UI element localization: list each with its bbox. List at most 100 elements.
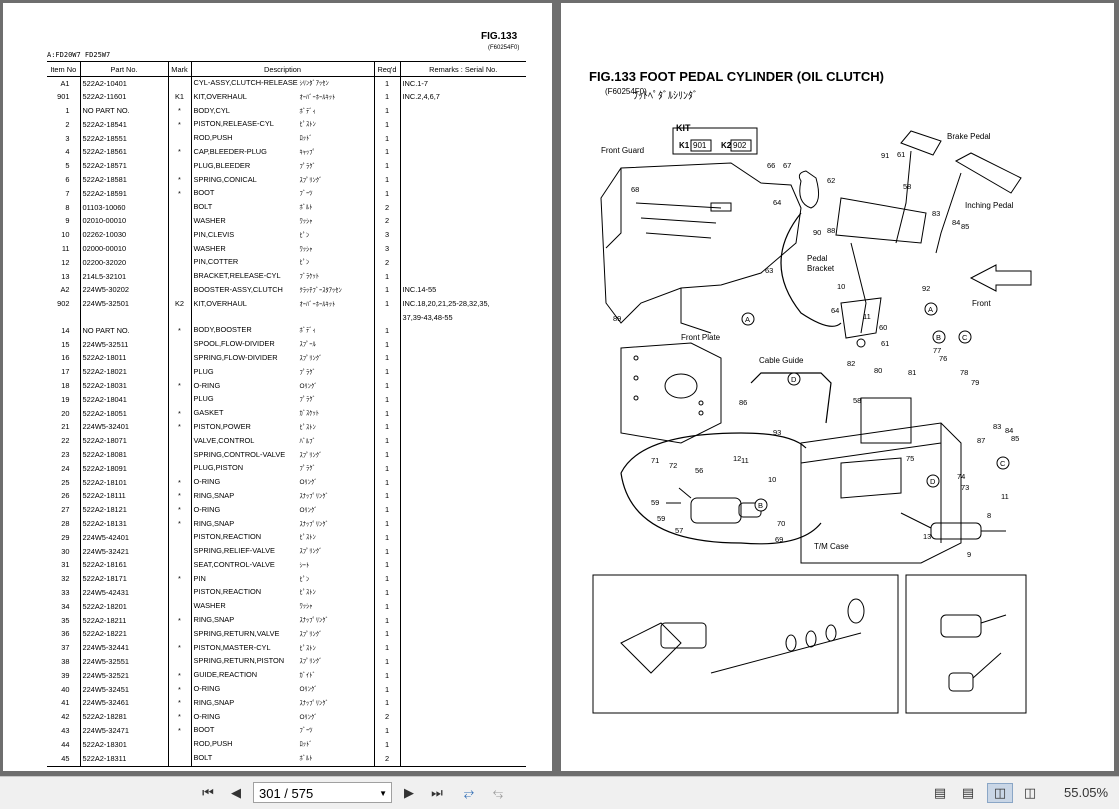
cell-mark: * [167, 104, 191, 119]
cell-item: 14 [61, 325, 70, 335]
diagram-title: FIG.133 FOOT PEDAL CYLINDER (OIL CLUTCH) [589, 69, 884, 84]
desc-jp: ﾌﾞｰﾂ [299, 190, 313, 198]
callout-number: 85 [1011, 434, 1019, 443]
cell-item: 29 [61, 532, 70, 542]
reference-letter-text: C [1000, 459, 1006, 468]
cell-remarks [399, 159, 526, 174]
cell-mark: * [167, 641, 191, 656]
first-page-icon[interactable]: ⏮ [202, 785, 214, 801]
cell-req: 1 [373, 489, 400, 504]
cell-remarks [399, 572, 526, 587]
desc-jp: ｼｰﾄ [299, 561, 310, 569]
cell-part: 522A2-18031 [79, 379, 168, 394]
callout-number: 61 [881, 339, 889, 348]
cell-req: 1 [373, 145, 400, 160]
cell-item: 37 [61, 643, 70, 653]
callout-number: 92 [922, 284, 930, 293]
desc-en: KIT,OVERHAUL [193, 298, 247, 308]
two-page-icon[interactable]: ◫ [987, 783, 1013, 803]
desc-en: GASKET [193, 408, 224, 418]
cell-req: 1 [373, 270, 400, 284]
cell-mark: * [167, 379, 191, 394]
cell-item: 36 [61, 629, 70, 639]
cell-remarks [399, 187, 526, 202]
desc-en: BRACKET,RELEASE-CYL [193, 271, 281, 281]
prev-page-icon[interactable]: ◀ [231, 785, 241, 801]
callout-number: 60 [879, 323, 887, 332]
cell-remarks [399, 752, 526, 767]
last-page-icon[interactable]: ⏭ [431, 785, 443, 801]
two-page-continuous-icon[interactable]: ◫ [1023, 785, 1037, 801]
cell-remarks [399, 641, 526, 656]
callout-number: 59 [657, 514, 665, 523]
cell-remarks [399, 118, 526, 133]
chevron-down-icon[interactable]: ▼ [379, 789, 387, 798]
desc-en: O-RING [193, 380, 221, 390]
go-forward-icon[interactable]: ⥃ [492, 785, 504, 801]
callout-number: 11 [741, 456, 749, 465]
cell-mark: * [167, 118, 191, 133]
callout-number: 72 [669, 461, 677, 470]
desc-jp: ﾜｯｼｬ [299, 217, 313, 225]
pedal-drawing [798, 130, 1022, 348]
desc-en: PISTON,POWER [193, 421, 251, 431]
page-number-input[interactable]: 301 / 575 ▼ [253, 782, 392, 803]
desc-en: SPRING,CONICAL [193, 174, 257, 184]
cell-mark [167, 586, 191, 601]
callout-number: 13 [923, 532, 931, 541]
cell-remarks [399, 476, 526, 490]
cell-req: 1 [373, 283, 400, 298]
header-req: Req'd [373, 61, 400, 77]
desc-jp: ﾛｯﾄﾞ [299, 741, 313, 749]
cell-item: 4 [65, 147, 70, 157]
desc-en: SPRING,FLOW-DIVIDER [193, 352, 278, 362]
cell-mark [167, 627, 191, 642]
header-remarks: Remarks : Serial No. [399, 61, 526, 77]
single-page-icon[interactable]: ▤ [933, 785, 947, 801]
callout-number: 75 [906, 454, 914, 463]
kit-k2-num: 902 [733, 141, 747, 150]
hose-drawing [620, 212, 842, 545]
label-tm-case: T/M Case [814, 542, 849, 551]
go-back-icon[interactable]: ⥂ [463, 785, 475, 801]
desc-en: BOOSTER-ASSY,CLUTCH [193, 284, 283, 294]
cell-part: 522A2-18541 [79, 118, 168, 133]
desc-jp: ｸﾗｯﾁﾌﾞｰｽﾀｱｯｾﾝ [299, 286, 342, 294]
desc-en: BODY,BOOSTER [193, 325, 252, 335]
desc-en: RING,SNAP [193, 490, 235, 500]
desc-en: BOLT [193, 753, 213, 763]
desc-en: WASHER [193, 601, 226, 611]
callout-number: 9 [967, 550, 971, 559]
continuous-icon[interactable]: ▤ [961, 785, 975, 801]
label-front: Front [972, 299, 991, 308]
cell-item: 11 [61, 244, 70, 254]
desc-jp: ﾋﾟｽﾄﾝ [299, 534, 316, 542]
cell-item: 38 [61, 656, 70, 666]
cell-item: 42 [61, 712, 70, 722]
next-page-icon[interactable]: ▶ [404, 785, 414, 801]
desc-en: SPRING,RELIEF-VALVE [193, 546, 275, 556]
label-brake-pedal: Brake Pedal [947, 132, 991, 141]
callout-number: 59 [651, 498, 659, 507]
desc-en: PIN,COTTER [193, 257, 239, 267]
zoom-level[interactable]: 55.05% [1064, 785, 1109, 800]
cell-item: 31 [61, 560, 70, 570]
front-guard-drawing [600, 162, 802, 334]
cell-part: 522A2-18021 [79, 365, 168, 380]
